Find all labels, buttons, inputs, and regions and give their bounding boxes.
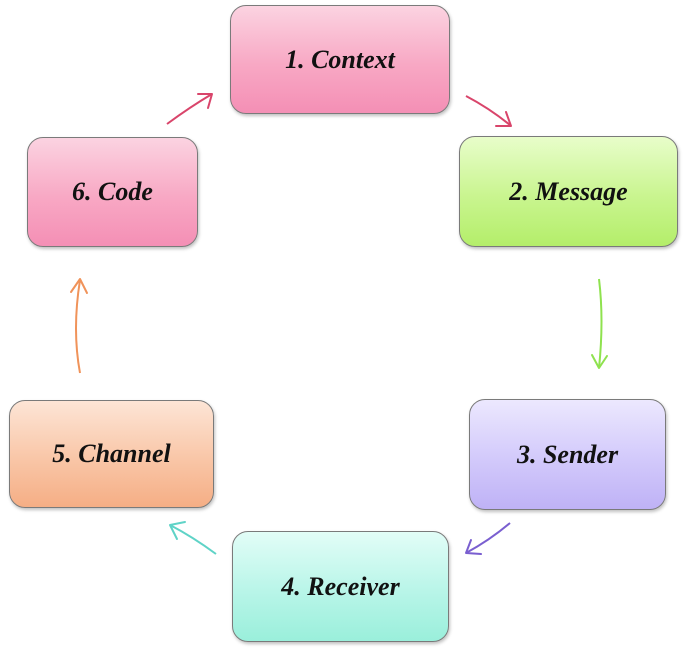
node-receiver-label: 4. Receiver: [281, 571, 400, 601]
node-context: 1. Context: [230, 5, 450, 114]
arrow-context-to-message-shaft: [465, 95, 511, 126]
arrow-message-to-sender-head: [591, 354, 608, 369]
arrow-code-to-context-head: [197, 93, 213, 109]
arrow-message-to-sender-shaft: [598, 278, 603, 369]
arrow-code-to-context-shaft: [166, 93, 213, 125]
arrow-sender-to-receiver-head: [465, 539, 482, 555]
arrow-receiver-to-channel-head: [169, 521, 186, 540]
arrow-context-to-message: [465, 95, 512, 127]
node-channel: 5. Channel: [9, 400, 214, 508]
node-context-label: 1. Context: [285, 44, 395, 74]
arrow-sender-to-receiver-shaft: [465, 522, 511, 554]
arrow-receiver-to-channel-shaft: [169, 524, 217, 555]
node-receiver: 4. Receiver: [232, 531, 449, 642]
node-message: 2. Message: [459, 136, 678, 247]
arrow-channel-to-code: [70, 278, 88, 374]
arrow-context-to-message-head: [495, 111, 512, 127]
arrow-receiver-to-channel: [169, 521, 217, 555]
arrow-code-to-context: [166, 93, 213, 125]
node-channel-label: 5. Channel: [52, 439, 171, 468]
node-sender: 3. Sender: [469, 399, 666, 510]
arrow-channel-to-code-head: [70, 278, 88, 294]
node-message-label: 2. Message: [509, 176, 628, 206]
node-code-label: 6. Code: [72, 177, 153, 206]
arrow-channel-to-code-shaft: [75, 279, 81, 374]
arrow-message-to-sender: [591, 278, 608, 369]
node-sender-label: 3. Sender: [516, 439, 619, 469]
node-code: 6. Code: [27, 137, 198, 247]
arrow-sender-to-receiver: [465, 522, 511, 555]
